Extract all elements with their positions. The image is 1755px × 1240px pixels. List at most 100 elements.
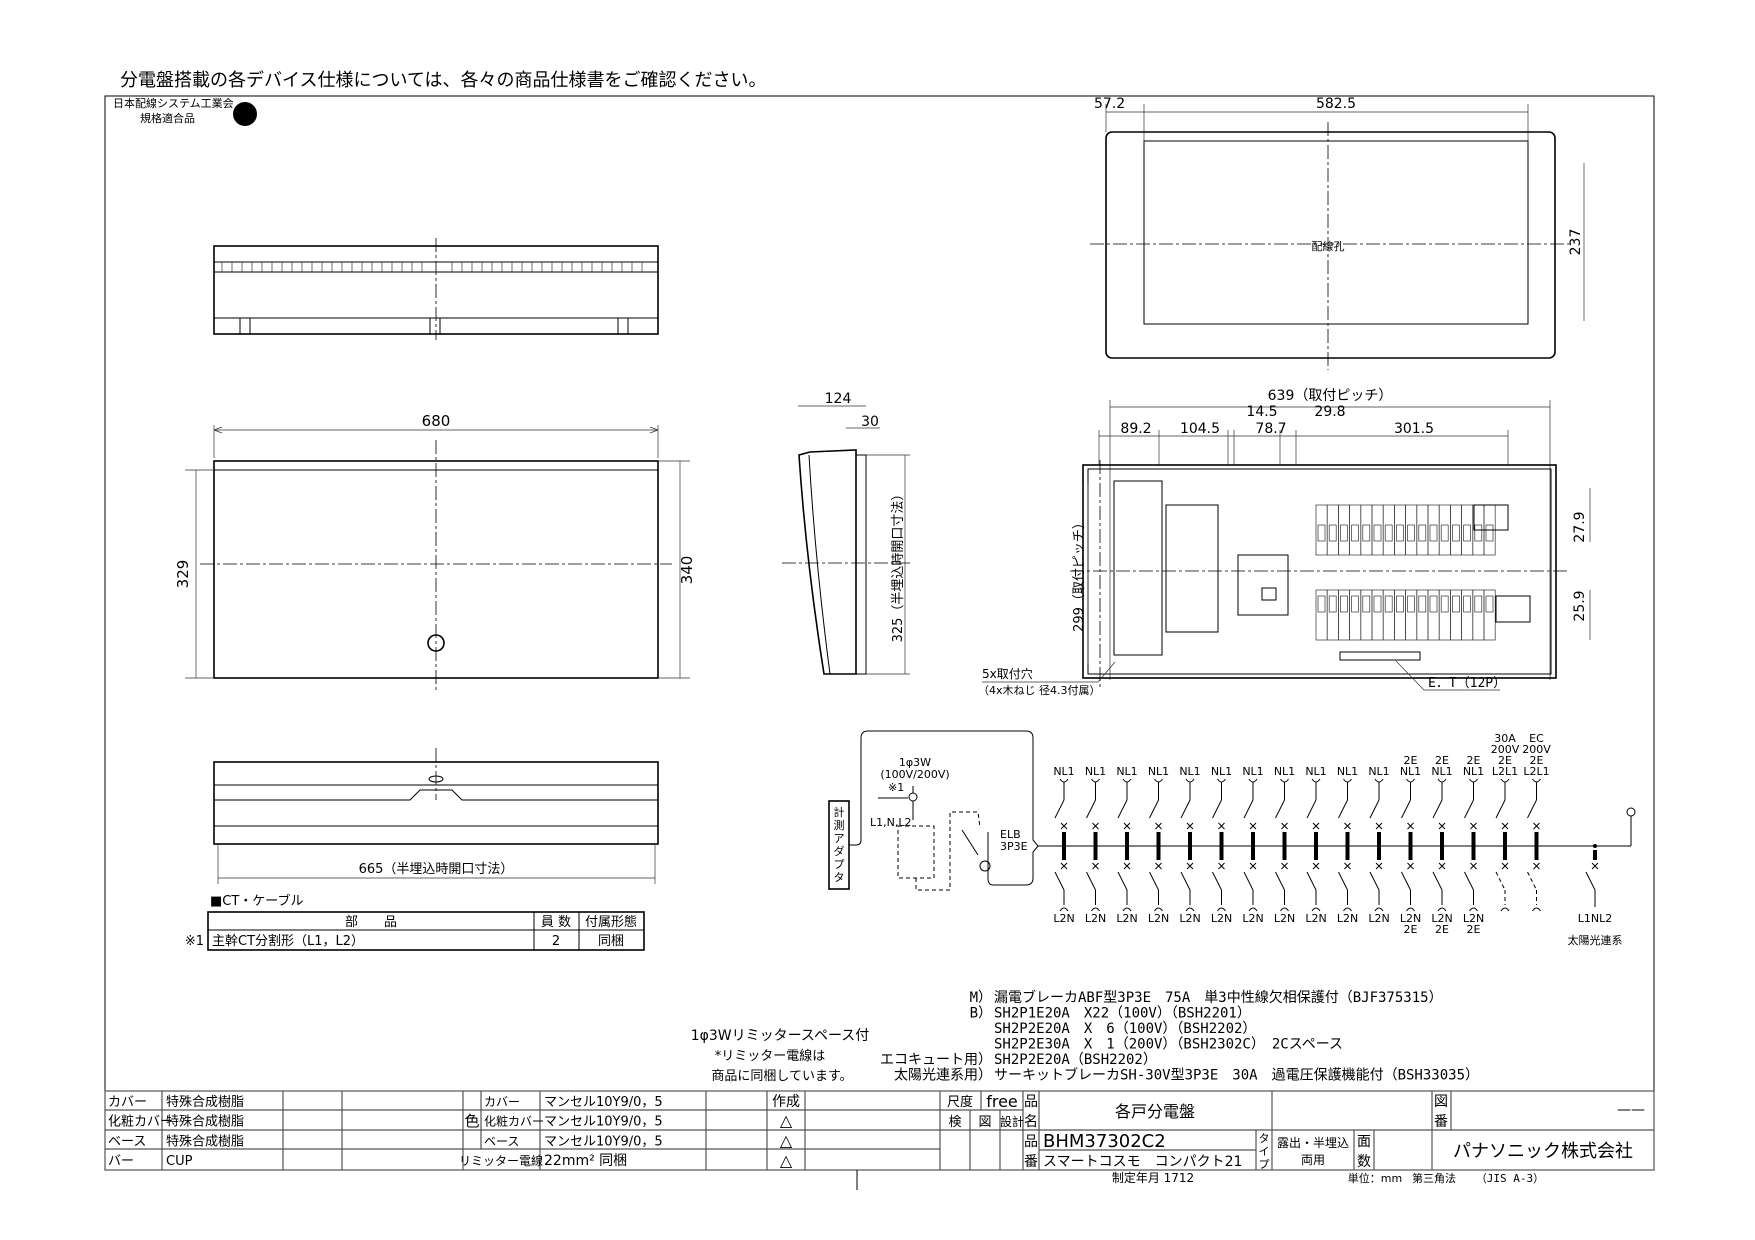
cross-mark-icon [1281, 822, 1288, 870]
ct-row-qty: 2 [552, 934, 560, 949]
spec-line: SH2P1E20A X22（100V）（BSH2201） [994, 1006, 1251, 1022]
spec-line: SH2P2E30A X 1（200V）（BSH2302C） 2Cスペース [994, 1037, 1343, 1053]
branch-bottom-label: L2N [1116, 912, 1137, 925]
drawing-no-label: 図 [1434, 1094, 1448, 1110]
bus-connector [1440, 832, 1444, 860]
line-labels: L1,N,L2 [870, 816, 911, 829]
branch-top-label: 200V [1491, 743, 1520, 756]
breaker-handle [1440, 595, 1449, 613]
branch-top-label: NL1 [1368, 765, 1389, 778]
front-width-dim: 680 [422, 412, 451, 430]
type-label: プ [1259, 1158, 1270, 1171]
solar-branch: L1NL2 太陽光連系 [1568, 844, 1623, 947]
ct-row-part: 主幹CT分割形（L1，L2） [212, 933, 364, 949]
row-bottom-dim: 25.9 [1572, 590, 1588, 621]
badge-line2: 規格適合品 [140, 111, 195, 125]
keyhole-icon [427, 634, 445, 652]
type-label: イ [1259, 1145, 1270, 1158]
bus-connector [1219, 832, 1224, 860]
branch-top-label: NL1 [1431, 765, 1452, 778]
bus-connector [1093, 832, 1098, 860]
breaker-handle [1418, 595, 1427, 613]
created-label: 作成 [772, 1094, 800, 1110]
jw-mark-icon [233, 102, 257, 126]
cross-mark-icon [1060, 822, 1068, 870]
breaker-handle [1396, 524, 1404, 542]
elb-label: ELB [1000, 828, 1021, 841]
cross-mark-icon [1123, 822, 1131, 870]
earth-terminal-label: E．T（12P） [1428, 676, 1506, 691]
branch-bottom-label: L2N [1368, 912, 1389, 925]
color-part: 化粧カバー [484, 1115, 544, 1129]
breaker-handle [1418, 524, 1427, 542]
product-number: BHM37302C2 [1043, 1131, 1166, 1152]
breaker-handle [1452, 524, 1460, 542]
type-label: タ [1259, 1132, 1270, 1145]
spec-prefix: B） [970, 1006, 992, 1022]
limiter-wire-label: リミッター電線 [459, 1153, 543, 1168]
dim-14-5: 14.5 [1246, 404, 1277, 420]
ct-table-title: ■CT・ケーブル [210, 893, 304, 909]
material-value: 特殊合成樹脂 [166, 1134, 244, 1149]
bus-connector [1471, 832, 1476, 860]
bus-connector [1377, 832, 1381, 860]
front-height-right-dim: 340 [678, 556, 696, 585]
faces-label: 面 [1357, 1134, 1371, 1150]
product-name: 各戸分電盤 [1115, 1102, 1195, 1121]
branch-top-label: 2E [1435, 754, 1449, 767]
revision-mark: △ [780, 1131, 793, 1150]
breaker-slot [1483, 589, 1496, 641]
drawing-number: —— [1617, 1102, 1645, 1118]
side-opening-dim: 325（半埋込時開口寸法） [891, 488, 906, 643]
header-note: 分電盤搭載の各デバイス仕様については、各々の商品仕様書をご確認ください。 [120, 70, 767, 91]
cross-mark-icon [1249, 822, 1257, 870]
adapter-label-char: ア [834, 832, 845, 845]
branch-bottom-label: L2N [1211, 912, 1232, 925]
ct-mark: ※1 [888, 781, 904, 794]
branch-top-label: 2E [1530, 754, 1544, 767]
branch-top-label: NL1 [1148, 765, 1169, 778]
branch-top-label: NL1 [1274, 765, 1295, 778]
color-value: マンセル10Y9/0，5 [544, 1115, 663, 1130]
branch-breaker-rows [1315, 504, 1496, 641]
row-top-dim: 27.9 [1572, 511, 1588, 542]
material-value: 特殊合成樹脂 [166, 1095, 244, 1110]
product-series: スマートコスモ コンパクト21 [1043, 1154, 1242, 1170]
breaker-handle [1328, 595, 1337, 613]
solar-branch-label: L1NL2 [1578, 912, 1612, 925]
cross-mark-icon [1218, 822, 1225, 870]
bottom-opening-dim: 665（半埋込時開口寸法） [359, 862, 514, 877]
spec-prefix: 太陽光連系用） [894, 1068, 992, 1084]
breaker-handle [1328, 524, 1337, 542]
top-vent-slats [221, 262, 643, 272]
breaker-handle [1351, 524, 1359, 542]
spec-prefix: M） [970, 990, 992, 1006]
type-value-2: 両用 [1301, 1153, 1325, 1167]
rear-view: 57.2 582.5 237 配線孔 [1090, 96, 1585, 370]
name-label: 品 [1024, 1094, 1038, 1110]
spec-line: 漏電ブレーカABF型3P3E 75A 単3中性線欠相保護付（BJF375315） [994, 989, 1443, 1006]
supply-type: 1φ3W [899, 756, 931, 769]
branch-top-label: 2E [1498, 754, 1512, 767]
material-part: カバー [108, 1095, 147, 1110]
limiter-wire-value: 22mm² 同梱 [544, 1153, 627, 1169]
solar-caption: 太陽光連系 [1568, 933, 1623, 947]
scale-label: 尺度 [947, 1094, 973, 1110]
earth-terminal [1339, 651, 1421, 661]
branch-bottom-label: L2N [1463, 912, 1484, 925]
cross-mark-icon [1407, 822, 1414, 870]
revision-mark: △ [780, 1111, 793, 1130]
breaker-handle [1485, 595, 1494, 613]
branch-top-label: 2E [1404, 754, 1418, 767]
branch-top-label: NL1 [1400, 765, 1421, 778]
bus-connector [1188, 832, 1192, 860]
spec-prefix: エコキュート用） [880, 1052, 992, 1068]
branch-top-label: NL1 [1179, 765, 1200, 778]
cross-mark-icon [1438, 822, 1446, 870]
ct-header-part: 部 品 [345, 915, 397, 930]
